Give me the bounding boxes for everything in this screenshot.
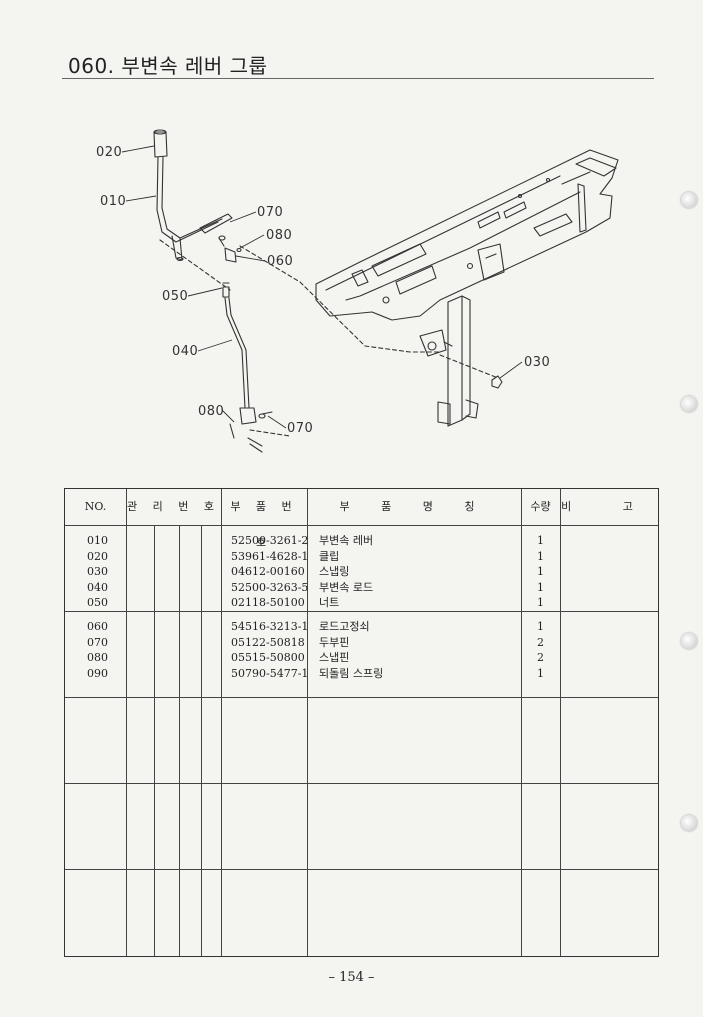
table-cell-no: 030 <box>87 565 108 578</box>
header-part-number: 부 품 번 호 <box>230 500 298 549</box>
group1-name-column: 부변속 레버 클립 스냅링 부변속 로드 너트 <box>319 533 373 611</box>
header-no: NO. <box>84 500 107 513</box>
callout-070: 070 <box>257 205 284 220</box>
title-divider <box>62 78 654 79</box>
table-cell-part-number: 04612-00160 <box>231 565 305 578</box>
table-cell-qty: 1 <box>537 620 544 633</box>
header-management-number: 관 리 번 호 <box>127 500 220 513</box>
callout-030: 030 <box>524 355 551 370</box>
table-cell-part-number: 02118-50100 <box>231 596 305 609</box>
table-cell-no: 090 <box>87 666 108 680</box>
callout-050: 050 <box>162 289 189 304</box>
table-cell-part-name: 부변속 로드 <box>319 580 374 594</box>
table-cell-qty: 1 <box>537 596 544 609</box>
table-cell-part-number: 52500-3261-2 <box>231 534 309 547</box>
table-cell-no: 010 <box>87 534 108 547</box>
group1-qty-column: 1 1 1 1 1 <box>537 533 544 611</box>
table-cell-qty: 2 <box>537 651 544 664</box>
header-remarks: 비 고 <box>561 500 657 513</box>
parts-diagram <box>153 129 619 453</box>
punch-hole <box>681 815 697 831</box>
group1-no-column: 010 020 030 040 050 <box>87 533 108 611</box>
table-cell-part-name: 부변속 레버 <box>319 534 374 547</box>
assembly-lines <box>159 239 499 437</box>
table-cell-no: 080 <box>87 651 108 664</box>
shift-lever <box>156 156 233 262</box>
lever-knob <box>153 129 168 158</box>
punch-hole <box>681 633 697 649</box>
callout-070-lower: 070 <box>287 421 314 436</box>
table-cell-no: 060 <box>87 620 108 633</box>
callout-080: 080 <box>266 228 293 243</box>
callout-040: 040 <box>172 344 199 359</box>
table-cell-part-name: 스냅핀 <box>319 651 350 664</box>
table-cell-qty: 2 <box>537 635 544 649</box>
table-cell-part-number: 53961-4628-1 <box>231 549 309 563</box>
frame-assembly <box>315 149 619 427</box>
table-cell-part-number: 54516-3213-1 <box>231 620 309 633</box>
group2-part-number-column: 54516-3213-1 05122-50818 05515-50800 507… <box>231 619 308 681</box>
table-cell-qty: 1 <box>537 580 544 594</box>
table-cell-part-name: 되돌림 스프링 <box>319 666 384 680</box>
table-cell-part-number: 05122-50818 <box>231 635 305 649</box>
group1-part-number-column: 52500-3261-2 53961-4628-1 04612-00160 52… <box>231 533 308 611</box>
table-cell-part-number: 05515-50800 <box>231 651 305 664</box>
callout-080-lower: 080 <box>198 404 225 419</box>
table-cell-qty: 1 <box>537 565 544 578</box>
table-cell-part-name: 클립 <box>319 549 340 563</box>
header-part-name: 부 품 명 칭 <box>339 500 489 513</box>
table-cell-no: 050 <box>87 596 108 609</box>
table-cell-part-name: 너트 <box>319 596 340 609</box>
punch-hole <box>681 396 697 412</box>
callout-010: 010 <box>100 194 127 209</box>
group2-no-column: 060 070 080 090 <box>87 619 108 681</box>
table-cell-qty: 1 <box>537 534 544 547</box>
page-title: 060. 부변속 레버 그룹 <box>68 54 268 78</box>
table-cell-no: 040 <box>87 580 108 594</box>
pin-group-upper <box>218 235 242 263</box>
table-cell-part-number: 52500-3263-5 <box>231 580 309 594</box>
group2-name-column: 로드고정쇠 두부핀 스냅핀 되돌림 스프링 <box>319 619 383 681</box>
callout-020: 020 <box>96 145 123 160</box>
shift-rod <box>224 297 257 425</box>
table-cell-qty: 1 <box>537 549 544 563</box>
header-qty: 수량 <box>530 500 551 513</box>
page-number: – 154 – <box>328 970 375 985</box>
table-cell-no: 070 <box>87 635 108 649</box>
parts-table: NO. 관 리 번 호 부 품 번 호 부 품 명 칭 수량 비 고 010 0… <box>64 488 659 957</box>
leader-lines <box>121 145 523 429</box>
table-cell-part-name: 두부핀 <box>319 635 350 649</box>
table-cell-part-name: 스냅링 <box>319 565 350 578</box>
pin-group-lower <box>229 411 273 453</box>
table-cell-qty: 1 <box>537 666 544 680</box>
table-cell-part-name: 로드고정쇠 <box>319 620 370 633</box>
table-cell-no: 020 <box>87 549 108 563</box>
callout-060: 060 <box>267 254 294 269</box>
table-cell-part-number: 50790-5477-1 <box>231 666 309 680</box>
punch-hole <box>681 192 697 208</box>
group2-qty-column: 1 2 2 1 <box>537 619 544 681</box>
